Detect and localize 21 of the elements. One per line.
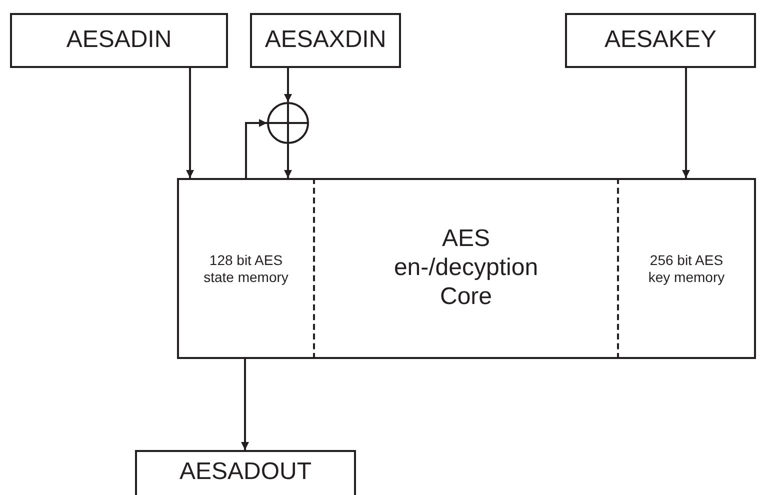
arrow — [241, 359, 249, 450]
section-label: 128 bit AES state memory — [202, 252, 290, 286]
register-box — [565, 13, 756, 68]
memory-section — [177, 178, 313, 359]
register-label: AESAXDIN — [264, 26, 386, 55]
arrow — [682, 68, 690, 178]
section-label: 256 bit AES key memory — [647, 252, 726, 286]
arrow — [284, 68, 292, 102]
memory-section — [619, 178, 756, 359]
arrow — [186, 68, 194, 178]
register-label: AESADIN — [66, 26, 172, 55]
register-box — [135, 450, 356, 495]
xor-symbol — [267, 102, 309, 144]
section-label: AES en-/decyption Core — [392, 225, 540, 312]
arrow — [245, 119, 267, 178]
arrow — [284, 144, 292, 178]
register-label: AESAKEY — [604, 26, 717, 55]
register-label: AESADOUT — [179, 458, 312, 487]
core-section — [313, 178, 619, 359]
register-box — [10, 13, 228, 68]
register-box — [250, 13, 401, 68]
